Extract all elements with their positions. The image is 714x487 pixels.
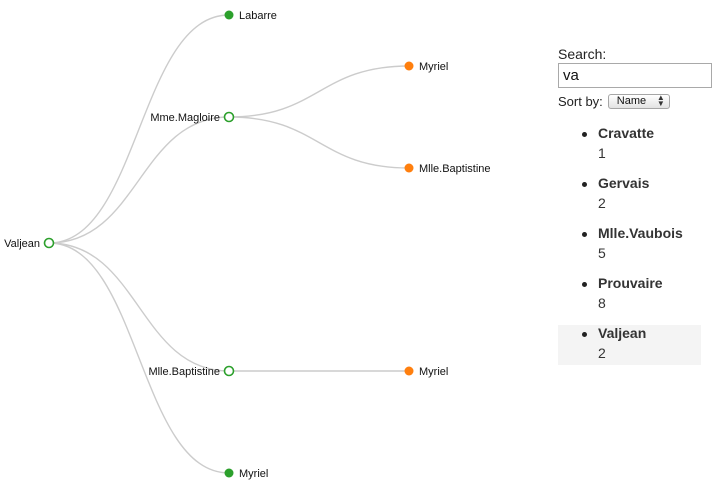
result-item-highlighted[interactable]: Valjean 2	[558, 325, 701, 365]
node-label: Mme.Magloire	[150, 112, 220, 124]
search-panel: Search: Sort by: Name ▲▼ Cravatte 1 Gerv…	[558, 45, 714, 375]
sort-select[interactable]: Name ▲▼	[607, 92, 670, 109]
result-list: Cravatte 1 Gervais 2 Mlle.Vaubois 5 Prou…	[558, 125, 714, 365]
leaf-node-icon[interactable]	[224, 468, 234, 478]
search-input[interactable]	[558, 63, 712, 88]
tree-node[interactable]: Mme.Magloire	[150, 111, 235, 124]
collapsible-node-icon[interactable]	[43, 237, 55, 249]
leaf-node-icon[interactable]	[404, 366, 414, 376]
leaf-node-icon[interactable]	[404, 163, 414, 173]
bullet-icon	[582, 282, 587, 287]
result-name: Valjean	[598, 325, 647, 341]
leaf-node-icon[interactable]	[224, 10, 234, 20]
result-name: Cravatte	[598, 125, 655, 141]
tree-link	[48, 242, 230, 474]
node-label: Mlle.Baptistine	[419, 163, 491, 175]
select-arrows-icon: ▲▼	[656, 92, 665, 108]
node-label: Myriel	[419, 61, 448, 73]
tree-link	[48, 14, 230, 244]
tree-link	[48, 242, 230, 372]
search-label: Search:	[558, 46, 607, 62]
tree-node[interactable]: Mlle.Baptistine	[404, 163, 491, 175]
sort-label: Sort by:	[558, 93, 603, 109]
sort-selected-value: Name	[616, 94, 647, 107]
result-item[interactable]: Gervais 2	[558, 175, 714, 215]
result-count: 5	[598, 245, 606, 261]
tree-link	[228, 65, 410, 118]
node-label: Mlle.Baptistine	[148, 366, 220, 378]
tree-node[interactable]: Myriel	[404, 366, 449, 378]
bullet-icon	[582, 132, 587, 137]
bullet-icon	[582, 182, 587, 187]
tree-node[interactable]: Valjean	[4, 237, 55, 250]
result-item[interactable]: Cravatte 1	[558, 125, 714, 165]
result-item[interactable]: Mlle.Vaubois 5	[558, 225, 714, 265]
node-label: Labarre	[239, 10, 277, 22]
node-label: Valjean	[4, 238, 40, 250]
tree-node[interactable]: Mlle.Baptistine	[148, 365, 235, 378]
tree-link	[228, 116, 410, 169]
result-count: 2	[598, 195, 606, 211]
tree-links	[48, 14, 410, 474]
result-item[interactable]: Prouvaire 8	[558, 275, 714, 315]
result-name: Mlle.Vaubois	[598, 225, 683, 241]
result-name: Gervais	[598, 175, 650, 191]
node-label: Myriel	[419, 366, 448, 378]
tree-node[interactable]: Myriel	[404, 61, 449, 73]
sort-row: Sort by: Name ▲▼	[558, 91, 714, 111]
tree-diagram: ValjeanLabarreMme.MagloireMyrielMlle.Bap…	[4, 10, 490, 480]
node-label: Myriel	[239, 468, 268, 480]
collapsible-node-icon[interactable]	[223, 365, 235, 377]
collapsible-node-icon[interactable]	[223, 111, 235, 123]
tree-node[interactable]: Labarre	[224, 10, 277, 22]
leaf-node-icon[interactable]	[404, 61, 414, 71]
bullet-icon	[582, 332, 587, 337]
bullet-icon	[582, 232, 587, 237]
result-count: 2	[598, 345, 606, 361]
result-count: 8	[598, 295, 606, 311]
tree-nodes: ValjeanLabarreMme.MagloireMyrielMlle.Bap…	[4, 10, 490, 480]
result-count: 1	[598, 145, 606, 161]
result-name: Prouvaire	[598, 275, 663, 291]
tree-link	[48, 116, 230, 244]
tree-node[interactable]: Myriel	[224, 468, 269, 480]
